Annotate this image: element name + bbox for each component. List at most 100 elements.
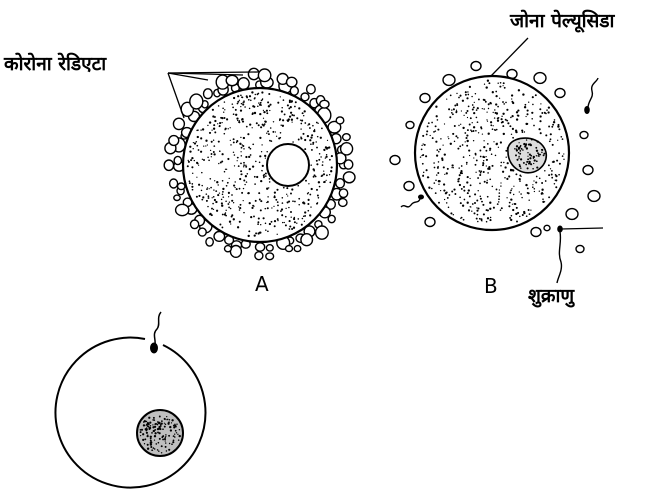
cytoplasm-granule: [243, 180, 245, 182]
cytoplasm-granule: [532, 186, 534, 188]
cytoplasm-granule: [232, 107, 234, 109]
nucleus-granule: [527, 167, 529, 169]
nucleus-granule: [142, 433, 144, 435]
cytoplasm-granule: [284, 113, 286, 115]
cytoplasm-granule: [260, 224, 261, 225]
cytoplasm-granule: [221, 153, 223, 155]
nucleus-granule: [152, 450, 153, 451]
ovum-a-nucleus: [267, 144, 309, 186]
cytoplasm-granule: [261, 144, 262, 145]
nucleus-granule: [527, 152, 528, 153]
nucleus-granule: [150, 440, 152, 442]
cytoplasm-granule: [241, 118, 243, 120]
cytoplasm-granule: [291, 217, 292, 218]
cytoplasm-granule: [451, 167, 452, 168]
cytoplasm-granule: [269, 178, 271, 180]
cytoplasm-granule: [548, 196, 550, 198]
cytoplasm-granule: [495, 130, 496, 131]
cytoplasm-granule: [422, 135, 424, 137]
cytoplasm-granule: [435, 192, 437, 194]
cytoplasm-granule: [265, 223, 267, 225]
cytoplasm-granule: [322, 161, 323, 162]
cytoplasm-granule: [539, 108, 541, 110]
cytoplasm-granule: [266, 132, 267, 133]
cytoplasm-granule: [557, 140, 558, 141]
cytoplasm-granule: [189, 150, 191, 152]
cytoplasm-granule: [430, 135, 431, 136]
cytoplasm-granule: [207, 187, 208, 188]
cytoplasm-granule: [240, 151, 241, 152]
cytoplasm-granule: [207, 157, 209, 159]
cytoplasm-granule: [554, 119, 556, 121]
nucleus-granule: [516, 148, 518, 150]
cytoplasm-granule: [501, 122, 503, 124]
cytoplasm-granule: [266, 151, 267, 152]
cytoplasm-granule: [224, 117, 226, 119]
cytoplasm-granule: [273, 196, 275, 198]
cytoplasm-granule: [223, 112, 224, 113]
cytoplasm-granule: [198, 165, 199, 166]
cytoplasm-granule: [239, 143, 241, 145]
cytoplasm-granule: [532, 104, 534, 106]
cytoplasm-granule: [224, 129, 225, 130]
cytoplasm-granule: [504, 87, 506, 89]
corona-cell: [286, 246, 293, 252]
cytoplasm-granule: [531, 118, 533, 120]
cytoplasm-granule: [300, 123, 302, 125]
cytoplasm-granule: [260, 126, 262, 128]
cytoplasm-granule: [492, 128, 494, 130]
cytoplasm-granule: [456, 111, 458, 113]
cytoplasm-granule: [467, 140, 469, 142]
nucleus-granule: [521, 148, 523, 150]
cytoplasm-granule: [463, 190, 465, 192]
corona-cell: [287, 77, 297, 87]
nucleus-granule: [150, 438, 152, 440]
cytoplasm-granule: [198, 149, 200, 151]
corona-cell: [336, 117, 344, 124]
cytoplasm-granule: [287, 195, 288, 196]
nucleus-granule: [170, 429, 172, 431]
cytoplasm-granule: [513, 186, 514, 187]
nucleus-granule: [154, 432, 156, 434]
cytoplasm-granule: [489, 102, 491, 104]
nucleus-granule: [144, 438, 146, 440]
nucleus-granule: [150, 446, 152, 448]
cytoplasm-granule: [235, 114, 237, 116]
cytoplasm-granule: [219, 122, 221, 124]
cytoplasm-granule: [294, 221, 296, 223]
nucleus-granule: [168, 449, 170, 451]
cytoplasm-granule: [267, 196, 268, 197]
cytoplasm-granule: [480, 198, 482, 200]
cytoplasm-granule: [506, 178, 508, 180]
cytoplasm-granule: [238, 206, 239, 207]
nucleus-granule: [168, 421, 170, 423]
cytoplasm-granule: [260, 104, 261, 105]
cytoplasm-granule: [261, 170, 262, 171]
cytoplasm-granule: [516, 207, 518, 209]
cytoplasm-granule: [422, 163, 424, 165]
corona-cell: [198, 228, 206, 236]
cytoplasm-granule: [267, 207, 269, 209]
cytoplasm-granule: [205, 140, 207, 142]
cytoplasm-granule: [285, 208, 286, 209]
cytoplasm-granule: [230, 223, 231, 224]
cytoplasm-granule: [477, 107, 479, 109]
cytoplasm-granule: [436, 115, 438, 117]
cytoplasm-granule: [248, 230, 250, 232]
cytoplasm-granule: [257, 105, 259, 107]
cytoplasm-granule: [217, 194, 219, 196]
cytoplasm-granule: [428, 122, 430, 124]
cytoplasm-granule: [467, 202, 469, 204]
cytoplasm-granule: [259, 162, 261, 164]
cytoplasm-granule: [226, 185, 228, 187]
cytoplasm-granule: [479, 150, 481, 152]
corona-cell: [206, 238, 213, 246]
cytoplasm-granule: [491, 153, 493, 155]
cytoplasm-granule: [528, 199, 529, 200]
corona-cell: [169, 136, 179, 146]
nucleus-granule: [533, 163, 534, 164]
cytoplasm-granule: [519, 191, 520, 192]
scattered-corona-cell: [390, 156, 400, 165]
label-zona-pellucida: जोना पेल्यूसिडा: [510, 12, 614, 31]
cytoplasm-granule: [201, 190, 203, 192]
